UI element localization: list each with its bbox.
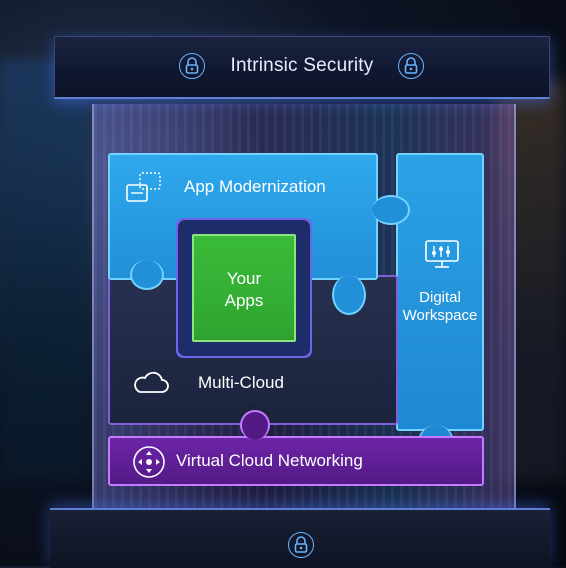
app-windows-icon bbox=[124, 171, 164, 212]
multi-cloud-label: Multi-Cloud bbox=[198, 373, 284, 392]
digital-workspace-piece: Digital Workspace bbox=[396, 153, 484, 459]
background-blur-right bbox=[496, 80, 566, 480]
intrinsic-security-beam: Intrinsic Security bbox=[54, 36, 550, 99]
padlock-icon bbox=[288, 532, 314, 558]
padlock-icon bbox=[179, 53, 205, 79]
network-hub-icon bbox=[132, 445, 166, 484]
your-apps-piece: Your Apps bbox=[192, 234, 296, 342]
your-apps-line1: Your bbox=[226, 269, 262, 288]
your-apps-line2: Apps bbox=[224, 291, 264, 310]
your-apps-label: Your Apps bbox=[194, 268, 294, 312]
puzzle-knob bbox=[372, 195, 410, 225]
intrinsic-security-title: Intrinsic Security bbox=[230, 55, 374, 76]
background-blur-left bbox=[0, 60, 90, 480]
digital-workspace-line2: Workspace bbox=[402, 307, 478, 324]
virtual-cloud-networking-piece: Virtual Cloud Networking bbox=[108, 410, 484, 486]
puzzle-knob bbox=[130, 260, 164, 290]
bottom-beam bbox=[50, 508, 550, 568]
padlock-icon bbox=[398, 53, 424, 79]
puzzle-knob bbox=[240, 410, 270, 440]
puzzle-knob bbox=[332, 275, 366, 315]
app-modernization-label: App Modernization bbox=[184, 177, 326, 196]
desktop-monitor-icon bbox=[424, 239, 460, 274]
digital-workspace-label: Digital Workspace bbox=[398, 289, 482, 325]
cloud-icon bbox=[130, 371, 170, 400]
virtual-cloud-networking-label: Virtual Cloud Networking bbox=[176, 451, 363, 470]
digital-workspace-line1: Digital bbox=[419, 289, 461, 306]
